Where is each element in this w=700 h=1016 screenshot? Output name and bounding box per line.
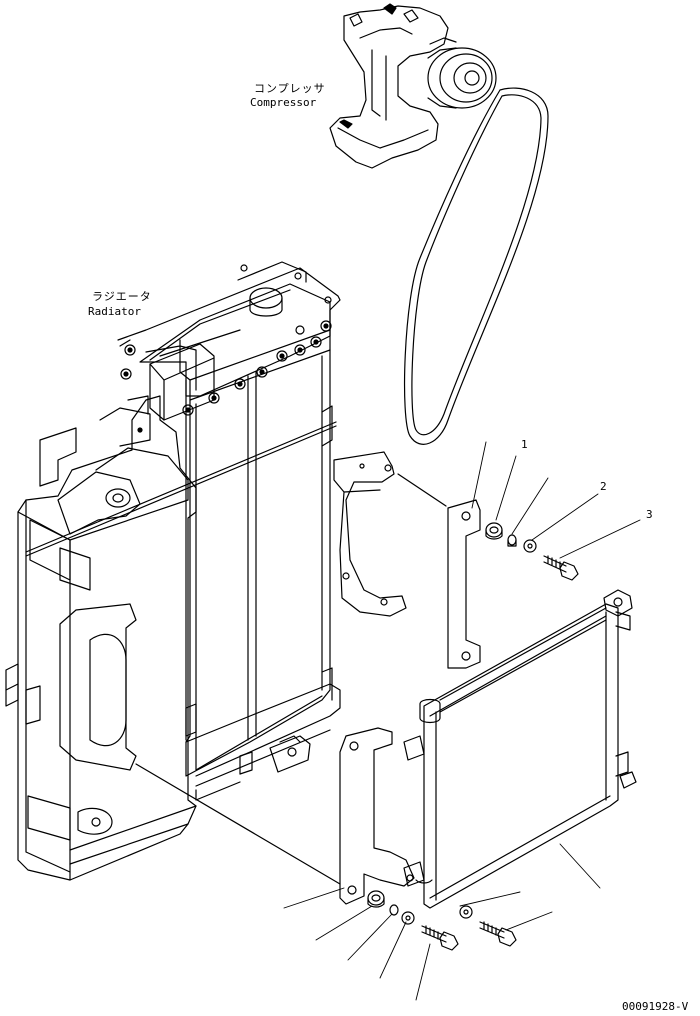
lower-fasteners — [367, 890, 517, 951]
callout-3: 3 — [646, 508, 653, 521]
compressor-label-ja: コンプレッサ — [254, 82, 326, 95]
upper-bracket — [333, 451, 481, 669]
compressor-assembly — [329, 3, 497, 169]
condenser — [403, 589, 637, 909]
callout-1: 1 — [521, 438, 528, 451]
leader-lines — [283, 441, 641, 1001]
radiator-assembly — [5, 261, 341, 881]
v-belt — [403, 87, 549, 445]
lower-bracket — [135, 727, 415, 905]
compressor-pulley — [427, 47, 497, 109]
radiator-label-ja: ラジエータ — [92, 290, 152, 303]
callout-2: 2 — [600, 480, 607, 493]
upper-fasteners — [485, 522, 579, 581]
compressor-label-en: Compressor — [250, 96, 317, 109]
drawing-code: 00091928-V — [622, 1000, 689, 1013]
radiator-label-en: Radiator — [88, 305, 141, 318]
